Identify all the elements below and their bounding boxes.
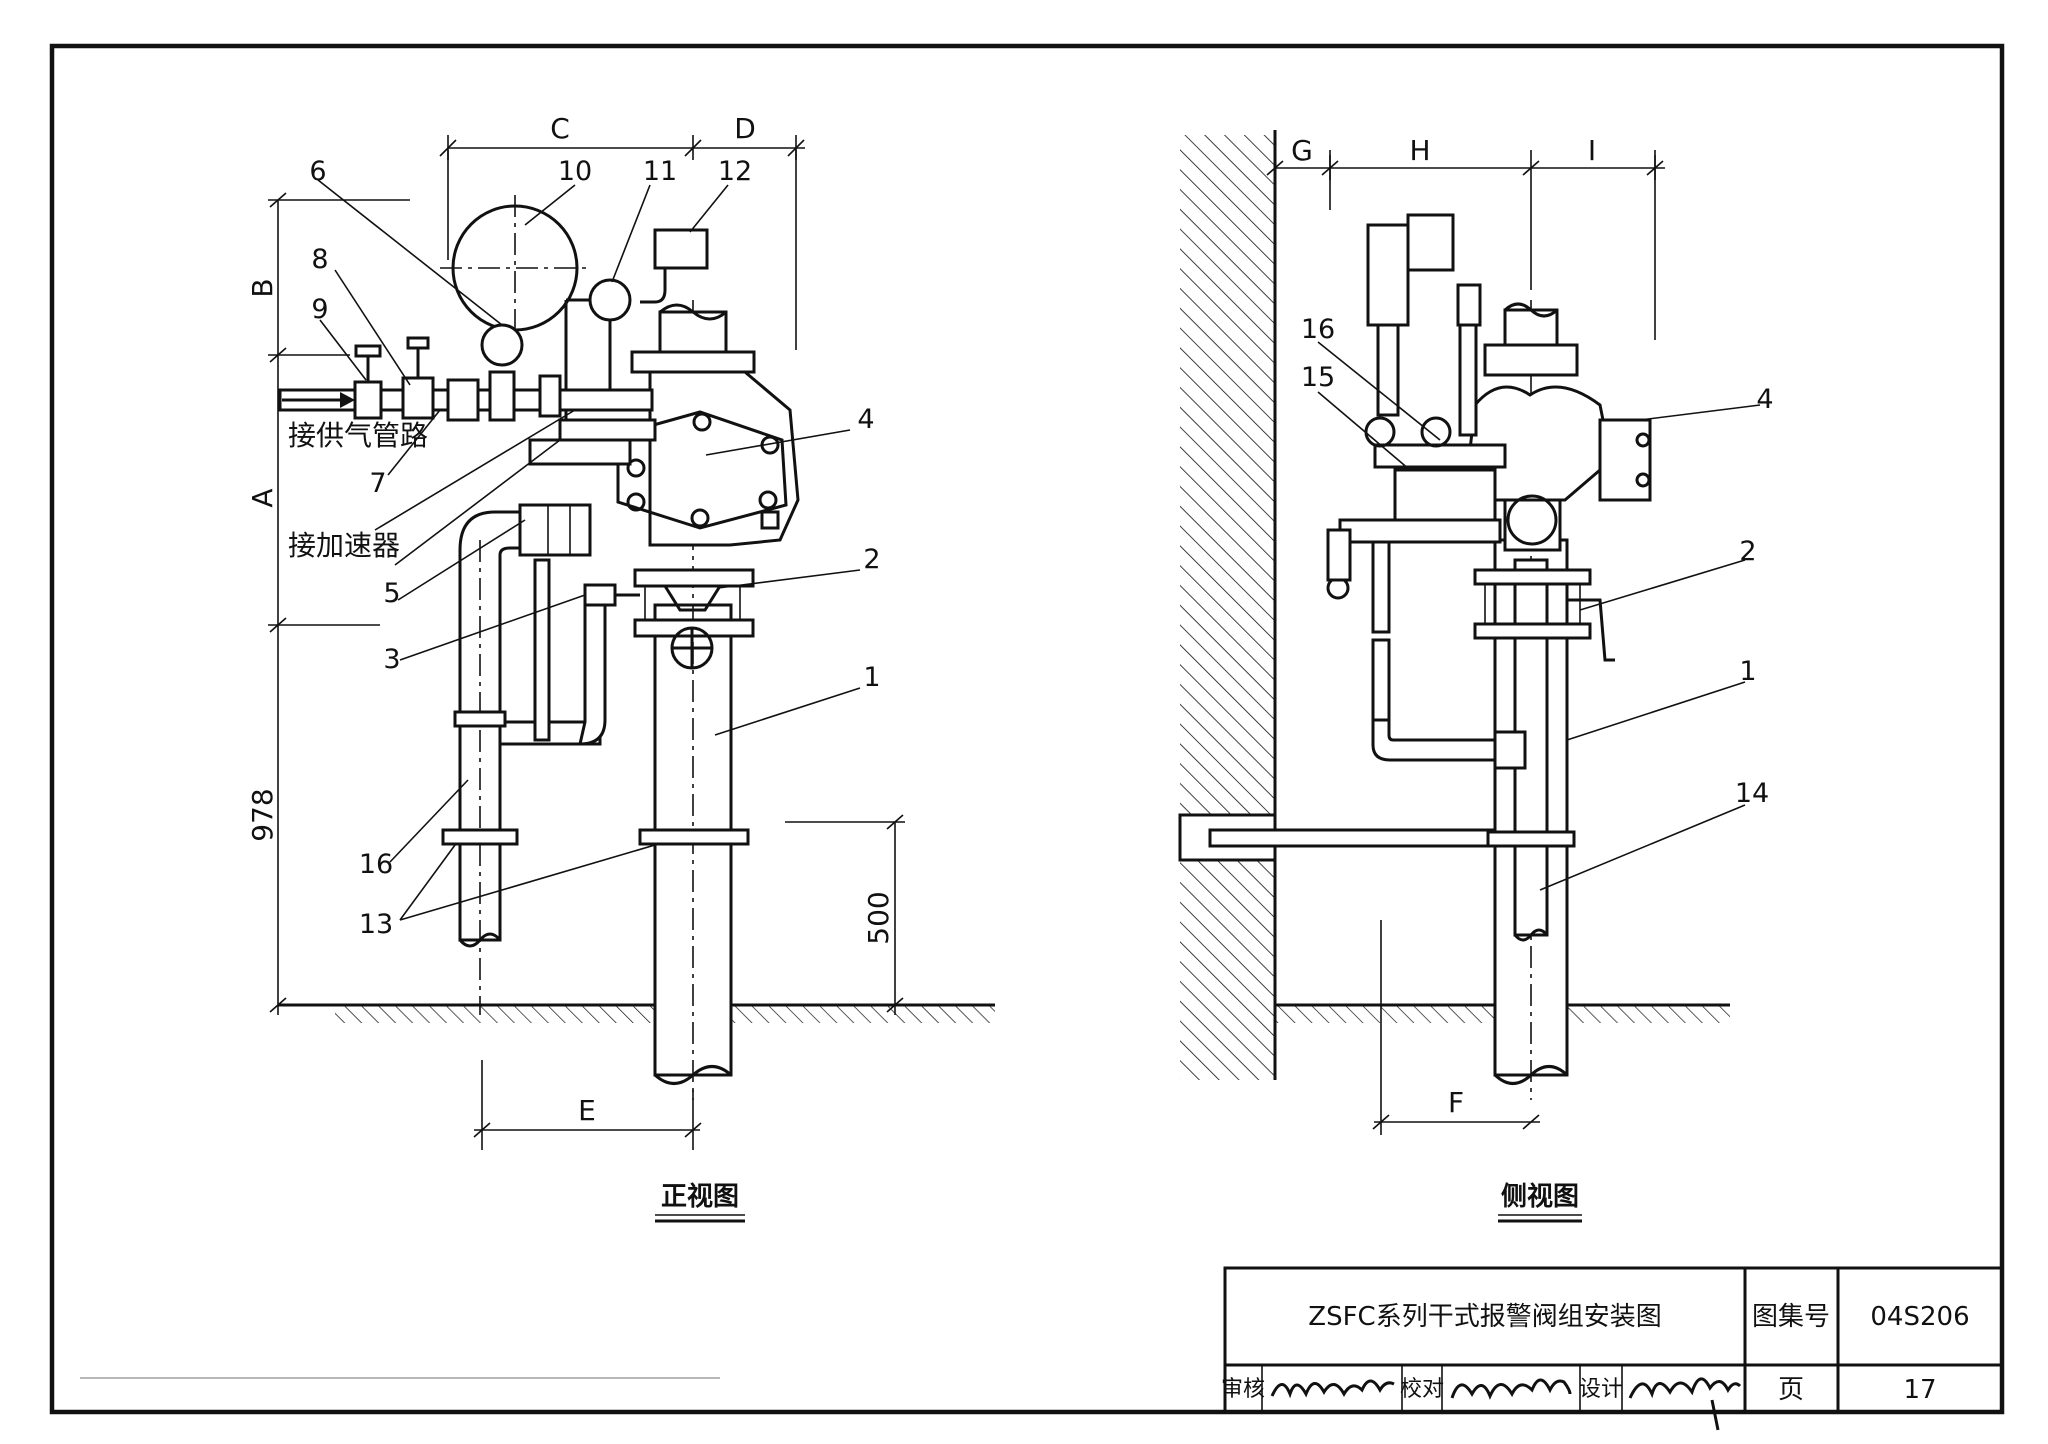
label-air-supply: 接供气管路: [288, 419, 428, 452]
dim-C: C: [550, 112, 570, 145]
pressure-switch: [653, 228, 709, 270]
callout-3: 3: [383, 644, 400, 675]
front-view-title: 正视图: [661, 1182, 739, 1212]
side-callout-2: 2: [1739, 536, 1756, 567]
dim-A: A: [246, 488, 279, 507]
wall-hatch: [1180, 135, 1275, 1080]
front-view: C D B A 978 500 E: [246, 112, 995, 1223]
dim-H: H: [1409, 134, 1430, 167]
dim-I: I: [1588, 134, 1596, 167]
callout-11: 11: [643, 156, 677, 187]
side-view-title: 侧视图: [1501, 1182, 1579, 1212]
callout-8: 8: [311, 244, 328, 275]
check-valve-8: [401, 376, 435, 420]
small-pressure-gauge-11: [588, 278, 632, 322]
dim-500: 500: [862, 891, 895, 944]
atlas-label: 图集号: [1752, 1302, 1830, 1332]
design-signature: [1628, 1377, 1742, 1431]
side-callout-14: 15: [1301, 362, 1335, 393]
check-label: 校对: [1400, 1377, 1444, 1402]
callout-5: 5: [383, 578, 400, 609]
design-label: 设计: [1579, 1377, 1623, 1402]
callout-7: 7: [369, 468, 386, 499]
callout-4: 4: [857, 404, 874, 435]
dim-F: F: [1448, 1086, 1464, 1119]
callout-2: 2: [863, 544, 880, 575]
label-accelerator: 接加速器: [288, 529, 400, 562]
callout-9: 9: [311, 294, 328, 325]
drawing-title: ZSFC系列干式报警阀组安装图: [1308, 1302, 1661, 1332]
callout-12: 12: [718, 156, 752, 187]
callout-1: 1: [863, 662, 880, 693]
side-view: G H I F 16 15 4 2 1 14 侧视图: [1178, 130, 1774, 1223]
dim-E: E: [578, 1094, 596, 1127]
dim-G: G: [1291, 134, 1313, 167]
side-callout-1: 1: [1739, 656, 1756, 687]
review-label: 审核: [1221, 1377, 1265, 1402]
strainer-7: [446, 378, 480, 422]
callout-16: 16: [359, 849, 393, 880]
atlas-number: 04S206: [1870, 1302, 1969, 1332]
drawing-frame: [49, 43, 2005, 1415]
side-callout-15: 16: [1301, 314, 1335, 345]
gate-valve-9: [353, 380, 383, 420]
small-pressure-gauge-6: [480, 323, 524, 367]
side-callout-16: 14: [1735, 778, 1769, 809]
side-callout-4: 4: [1756, 384, 1773, 415]
valve-cover-hexagon: [616, 410, 788, 530]
check-signature: [1450, 1378, 1572, 1400]
page-number: 17: [1903, 1375, 1936, 1405]
callout-6: 6: [309, 156, 326, 187]
page-label: 页: [1778, 1375, 1804, 1405]
callout-13: 13: [359, 909, 393, 940]
dim-D: D: [734, 112, 756, 145]
dim-978: 978: [246, 788, 279, 841]
review-signature: [1270, 1379, 1395, 1399]
title-block: ZSFC系列干式报警阀组安装图 图集号 04S206 审核 校对 设计 页 17: [1221, 1266, 2004, 1431]
dim-B: B: [246, 278, 279, 297]
callout-10: 10: [558, 156, 592, 187]
